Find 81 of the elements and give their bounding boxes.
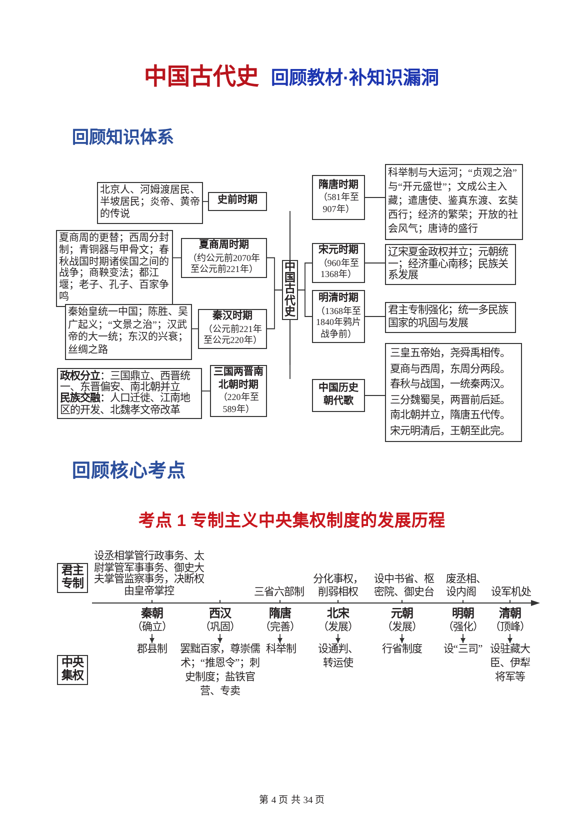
measure-note: 设驻藏大臣、伊犁将军等: [487, 643, 533, 685]
connector-line: [202, 201, 208, 202]
date-range: （960年至1368年）: [317, 258, 360, 281]
content-box: 辽宋夏金政权并立；元朝统一；经济重心南移；民族关系发展: [385, 244, 516, 284]
stage-label: （强化）: [442, 621, 484, 634]
period-box: [312, 290, 365, 343]
connector-line: [266, 290, 282, 330]
period-name: 夏商周时期: [198, 240, 250, 252]
measure-note: 设通判、转运使: [315, 643, 361, 671]
arrow: [336, 634, 340, 644]
arrow: [278, 634, 282, 644]
timeline-note: 分化事权，削弱相权: [312, 574, 364, 599]
content-box: 夏商周的更替；西周分封制；青铜器与甲骨文；春秋战国时期诸侯国之间的战争；商鞅变法；都江堰；老子、孔子、百家争鸣: [56, 230, 173, 307]
timeline-note: 三省六部制: [254, 586, 304, 599]
arrow: [218, 634, 222, 644]
period-name: 三国两晋南北朝时期: [213, 367, 264, 392]
period-name: 隋唐时期: [318, 180, 360, 192]
content-box: 君主专制强化；统一多民族国家的巩固与发展: [385, 302, 516, 333]
period-box: [312, 243, 365, 283]
stage-label: （发展）: [381, 621, 423, 634]
measure-note: 设“三司”: [440, 643, 486, 657]
page-number: 第 4 页 共 34 页: [258, 794, 326, 806]
timeline-note: 设军机处: [491, 586, 531, 599]
measure-note: 罢黜百家，尊崇儒术；“推恩令”；刺史制度；盐铁官营、专卖: [178, 643, 262, 699]
connector-line: [298, 290, 312, 317]
stage-label: （完善）: [259, 621, 301, 634]
date-range: （581年至907年）: [317, 192, 360, 216]
period-box: [312, 175, 365, 220]
connector-line: [364, 395, 386, 396]
content-text: 民族交融：人口迁徙、江南地区的开发、北魏孝文帝改革: [60, 393, 191, 416]
dynasty-name: 清朝: [498, 607, 522, 621]
content-box: 北京人、河姆渡居民、半坡居民；炎帝、黄帝的传说: [97, 182, 203, 224]
dynasty-name: 隋唐: [268, 607, 292, 621]
connector-line: [364, 262, 386, 264]
category-box: 君主专制: [57, 563, 88, 593]
timeline-note: 设丞相掌管行政事务、太尉掌管军事事务、御史大夫掌管监察事务，决断权由皇帝掌控: [93, 551, 205, 597]
connector-line: [202, 390, 210, 392]
period-box: [198, 309, 267, 348]
measure-note: 行省制度: [377, 643, 427, 657]
connector-line: [364, 197, 386, 198]
arrow: [508, 634, 512, 644]
arrow: [400, 634, 404, 644]
arrow: [460, 634, 466, 644]
period-name: 秦汉时期: [212, 311, 254, 324]
timeline-note: 废丞相、设内阁: [446, 574, 487, 599]
period-name: 明清时期: [318, 293, 360, 306]
period-box: 中国历史朝代歌: [312, 379, 365, 412]
content-box: 科举制与大运河；“贞观之治”与“开元盛世”；文成公主入藏；遣唐使、鉴真东渡、玄奘西行；经济的繁荣；开放的社会风气；唐诗的盛行: [385, 164, 523, 240]
content-box: 三皇五帝始，尧舜禹相传。夏商与西周，东周分两段。春秋与战国，一统秦两汉。三分魏蜀吴，两晋前后延。南北朝并立，隋唐五代传。宋元明清后，王朝至此完。: [385, 343, 522, 442]
subtitle: 回顾教材·补知识漏洞: [271, 67, 439, 90]
dynasty-name: 元朝: [390, 607, 414, 621]
dynasty-name: 西汉: [208, 607, 232, 621]
category-box: 中央集权: [57, 655, 88, 685]
section-heading: 回顾核心考点: [72, 459, 186, 482]
date-range: （1368年至1840年鸦片战争前）: [315, 306, 362, 340]
topic-heading: 考点 1 专制主义中央集权制度的发展历程: [138, 510, 446, 531]
topic-box: 中国古代史: [282, 260, 298, 320]
stage-label: （巩固）: [199, 621, 241, 634]
content-box: 秦始皇统一中国；陈胜、吴广起义；“文景之治”；汉武帝的大一统；东汉的兴衰；丝绸之路: [65, 304, 192, 360]
stage-label: （顶峰）: [489, 621, 531, 634]
date-range: （约公元前2070年至公元前221年）: [187, 252, 261, 276]
timeline-note: 设中书省、枢密院、御史台: [373, 574, 436, 599]
period-box: 史前时期: [208, 192, 267, 211]
dynasty-name: 明朝: [451, 607, 475, 621]
page-title: 中国古代史: [144, 62, 259, 90]
stage-label: （确立）: [131, 621, 173, 634]
measure-note: 科举制: [263, 643, 299, 657]
dynasty-name: 北宋: [326, 607, 350, 621]
date-range: （公元前221年至公元220年）: [202, 324, 263, 346]
connector-line: [364, 316, 386, 317]
section-heading: 回顾知识体系: [72, 127, 174, 148]
stage-label: （发展）: [317, 621, 359, 634]
arrow: [150, 634, 154, 644]
period-name: 宋元时期: [318, 245, 360, 258]
content-box: [57, 368, 202, 419]
dynasty-name: 秦朝: [140, 607, 164, 621]
period-box: [181, 238, 267, 278]
date-range: （220年至589年）: [217, 392, 260, 415]
period-box: [210, 365, 267, 417]
measure-note: 郡县制: [130, 643, 174, 657]
content-text: 政权分立：三国鼎立、西晋统一、东晋偏安、南北朝并立: [60, 371, 191, 394]
